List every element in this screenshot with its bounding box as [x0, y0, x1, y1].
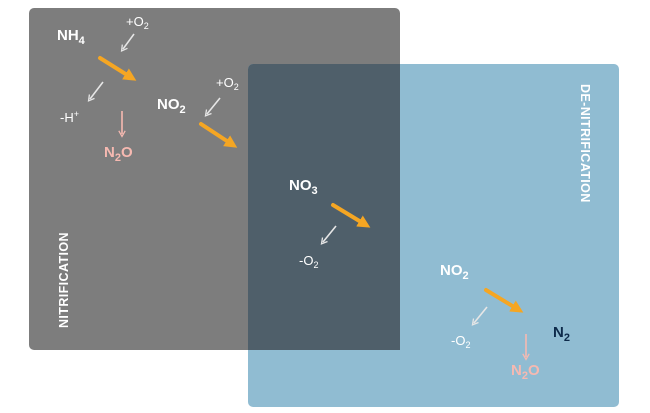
arrow-minus-o2-2	[471, 306, 488, 326]
arrow-no2-to-no3	[199, 122, 238, 148]
minus-o2-annotation-1: -O2	[299, 253, 319, 270]
n2o-top-label: N2O	[104, 144, 133, 164]
no2-bottom-label: NO2	[440, 262, 469, 282]
overlap-region	[248, 64, 400, 350]
arrow-nh4-to-no2	[98, 56, 137, 81]
no3-label: NO3	[289, 177, 318, 197]
minus-h-annotation: -H+	[60, 109, 79, 125]
plus-o2-annotation-2: +O2	[216, 75, 239, 92]
arrow-no3-to-no2	[331, 203, 371, 228]
arrow-plus-o2-2	[204, 97, 221, 117]
nh4-label: NH4	[57, 27, 85, 47]
minus-o2-annotation-2: -O2	[451, 333, 471, 350]
arrow-minus-o2-1	[320, 225, 337, 245]
no2-top-label: NO2	[157, 96, 186, 116]
n2-label: N2	[553, 324, 570, 344]
n2o-bottom-label: N2O	[511, 362, 540, 382]
plus-o2-annotation-1: +O2	[126, 14, 149, 31]
arrow-no2-to-n2	[484, 288, 524, 313]
arrow-minus-h	[87, 81, 104, 102]
arrow-plus-o2-1	[120, 33, 135, 52]
